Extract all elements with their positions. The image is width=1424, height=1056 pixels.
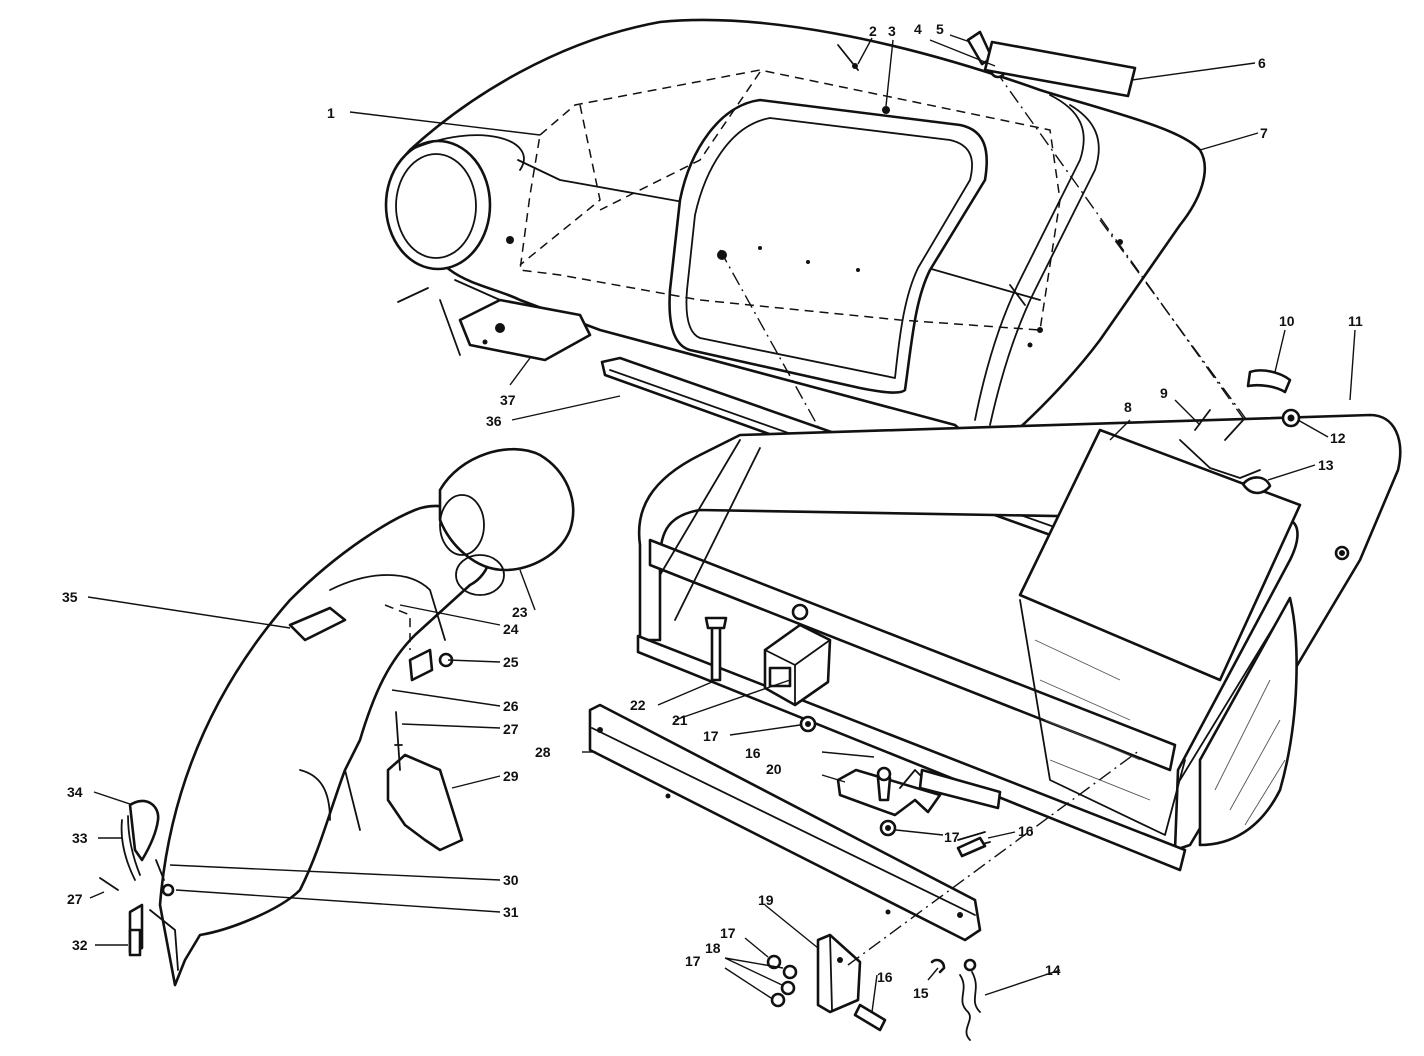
callout-32: 32 xyxy=(72,937,88,953)
callout-7: 7 xyxy=(1260,125,1268,141)
callout-21: 21 xyxy=(672,712,688,728)
callout-25: 25 xyxy=(503,654,519,670)
callout-30: 30 xyxy=(503,872,519,888)
callout-33: 33 xyxy=(72,830,88,846)
hitch-bar-28 xyxy=(588,703,991,1041)
leader-lines xyxy=(87,34,1356,1013)
callout-17b: 17 xyxy=(703,728,719,744)
discharge-chute xyxy=(99,447,575,987)
callout-16b: 16 xyxy=(745,745,761,761)
callout-37: 37 xyxy=(500,392,516,408)
callout-17: 17 xyxy=(944,829,960,845)
callout-13: 13 xyxy=(1318,457,1334,473)
callout-19: 19 xyxy=(758,892,774,908)
callout-2: 2 xyxy=(869,23,877,39)
callout-29: 29 xyxy=(503,768,519,784)
callout-24: 24 xyxy=(503,621,519,637)
callout-9: 9 xyxy=(1160,385,1168,401)
hood-fasteners xyxy=(837,30,1137,98)
callout-10: 10 xyxy=(1279,313,1295,329)
bracket-19 xyxy=(766,749,1141,1032)
callout-5: 5 xyxy=(936,21,944,37)
grass-bag xyxy=(1018,409,1302,847)
callout-23: 23 xyxy=(512,604,528,620)
callout-31: 31 xyxy=(503,904,519,920)
callout-8: 8 xyxy=(1124,399,1132,415)
callout-17c: 17 xyxy=(720,925,736,941)
hitch-block xyxy=(704,603,832,733)
callout-18: 18 xyxy=(705,940,721,956)
hopper-hood xyxy=(384,18,1331,541)
callout-34: 34 xyxy=(67,784,83,800)
callout-36: 36 xyxy=(486,413,502,429)
callout-16c: 16 xyxy=(877,969,893,985)
callout-4: 4 xyxy=(914,21,922,37)
callout-28: 28 xyxy=(535,744,551,760)
callout-12: 12 xyxy=(1330,430,1346,446)
hitch-bracket-20 xyxy=(836,766,1002,837)
callout-11: 11 xyxy=(1348,313,1363,329)
mount-bracket-37 xyxy=(439,279,592,362)
frame-hardware xyxy=(1246,369,1350,561)
callout-27: 27 xyxy=(503,721,519,737)
callout-26: 26 xyxy=(503,698,519,714)
callout-22: 22 xyxy=(630,697,646,713)
callout-35: 35 xyxy=(62,589,78,605)
callout-27b: 27 xyxy=(67,891,83,907)
callout-20: 20 xyxy=(766,761,782,777)
callout-16: 16 xyxy=(1018,823,1034,839)
callout-3: 3 xyxy=(888,23,896,39)
callouts: 1 2 3 4 5 6 7 8 9 10 11 12 13 14 15 16 1… xyxy=(62,21,1363,1001)
callout-1: 1 xyxy=(327,105,335,121)
callout-6: 6 xyxy=(1258,55,1266,71)
callout-14: 14 xyxy=(1045,962,1061,978)
callout-17d: 17 xyxy=(685,953,701,969)
callout-15: 15 xyxy=(913,985,929,1001)
